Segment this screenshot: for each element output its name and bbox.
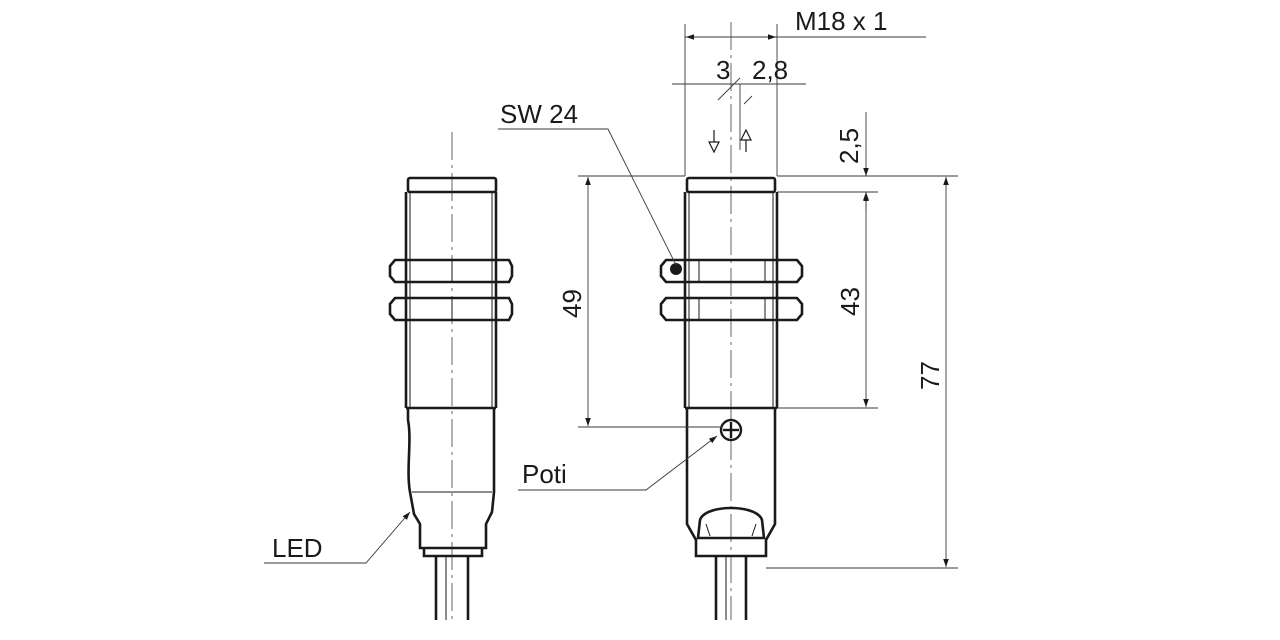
dimension-m18: M18 x 1 — [684, 6, 926, 176]
right-cable — [714, 556, 748, 620]
approach-arrows — [708, 128, 752, 154]
dim-49-label: 49 — [557, 289, 587, 318]
dimension-switching-distance: 3 2,8 — [672, 55, 806, 154]
left-sensor-view — [388, 132, 514, 620]
potentiometer-icon — [719, 418, 743, 442]
led-label: LED — [272, 533, 323, 563]
right-front-cap — [685, 176, 777, 194]
dimension-43: 43 — [777, 193, 878, 409]
marker-dot — [670, 263, 682, 275]
thread-label: M18 x 1 — [795, 6, 888, 36]
connector-window — [696, 506, 766, 540]
dim-3-label: 3 — [716, 55, 730, 85]
left-threaded-body — [404, 192, 498, 408]
left-nut-1 — [388, 258, 514, 284]
left-connector — [422, 548, 484, 558]
left-nut-2 — [388, 296, 514, 322]
right-nut-1 — [659, 258, 804, 284]
right-housing — [685, 408, 777, 558]
wrench-size-callout: SW 24 — [498, 99, 677, 266]
dim-2-8-label: 2,8 — [752, 55, 788, 85]
poti-callout: Poti — [518, 435, 718, 491]
right-sensor-view — [659, 22, 804, 620]
right-nut-2 — [659, 296, 804, 322]
wrench-label: SW 24 — [500, 99, 578, 129]
right-threaded-body — [683, 192, 779, 408]
left-front-cap — [406, 176, 498, 194]
dim-77-label: 77 — [915, 361, 945, 390]
left-cable — [434, 556, 470, 620]
dim-2-5-label: 2,5 — [834, 128, 864, 164]
dimension-77: 77 — [766, 175, 958, 569]
dimension-2-5: 2,5 — [777, 112, 878, 212]
left-housing — [406, 408, 496, 550]
poti-label: Poti — [522, 459, 567, 489]
dim-43-label: 43 — [835, 287, 865, 316]
dimension-49: 49 — [557, 175, 722, 428]
led-callout: LED — [264, 511, 411, 564]
